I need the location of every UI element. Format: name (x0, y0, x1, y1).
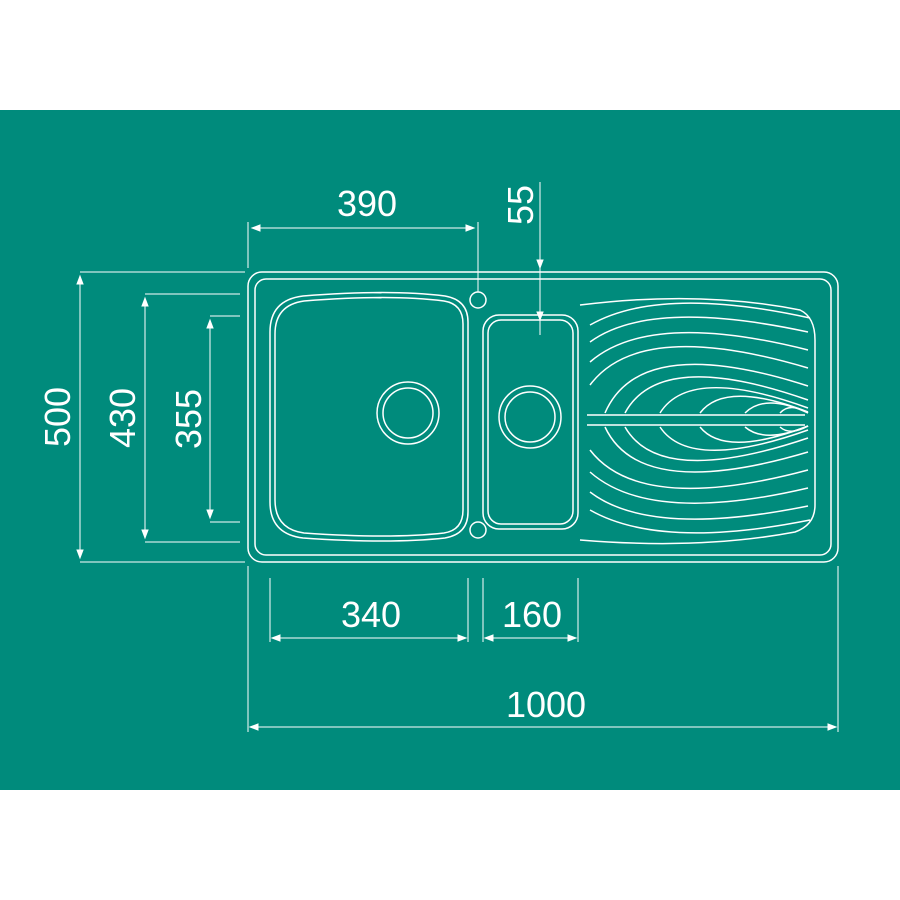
dimension-lines (76, 182, 839, 732)
dim-label-160: 160 (502, 594, 562, 635)
dim-label-430: 430 (102, 388, 143, 448)
small-bowl-inner (487, 319, 574, 525)
dim-label-355: 355 (168, 389, 209, 449)
drawing-panel: 390 55 500 430 355 340 160 1000 (0, 110, 900, 790)
main-bowl-drain-inner (382, 387, 434, 439)
sink-drawing: 390 55 500 430 355 340 160 1000 (0, 110, 900, 790)
small-bowl (482, 314, 579, 530)
dim-label-55: 55 (500, 185, 541, 225)
drainer-grooves-lower (589, 425, 811, 534)
main-bowl (269, 291, 469, 542)
main-bowl-inner (274, 296, 464, 537)
sink-outline (247, 271, 839, 563)
small-bowl-drain-outer (498, 385, 562, 449)
drainer-border (579, 297, 816, 545)
main-bowl-drain-outer (376, 381, 440, 445)
overflow-hole (469, 521, 487, 539)
panel-background (0, 110, 900, 790)
small-bowl-drain-inner (504, 391, 556, 443)
dim-label-390: 390 (337, 183, 397, 224)
dim-label-340: 340 (341, 594, 401, 635)
drainer-grooves-upper (589, 302, 811, 414)
dim-label-1000: 1000 (506, 684, 586, 725)
dim-label-500: 500 (37, 387, 78, 447)
sink-inner-rim (254, 278, 832, 556)
